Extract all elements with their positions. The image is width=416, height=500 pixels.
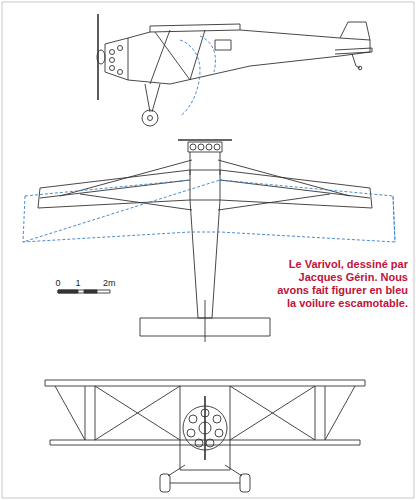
scale-label: 1 xyxy=(75,278,80,288)
scale-bar xyxy=(58,290,110,293)
scale-label: 2m xyxy=(103,278,116,288)
caption: Le Varivol, dessiné par Jacques Gérin. N… xyxy=(266,258,408,310)
front-view xyxy=(45,380,365,492)
top-view xyxy=(23,140,395,342)
side-view xyxy=(97,14,372,126)
scale-label: 0 xyxy=(55,278,60,288)
